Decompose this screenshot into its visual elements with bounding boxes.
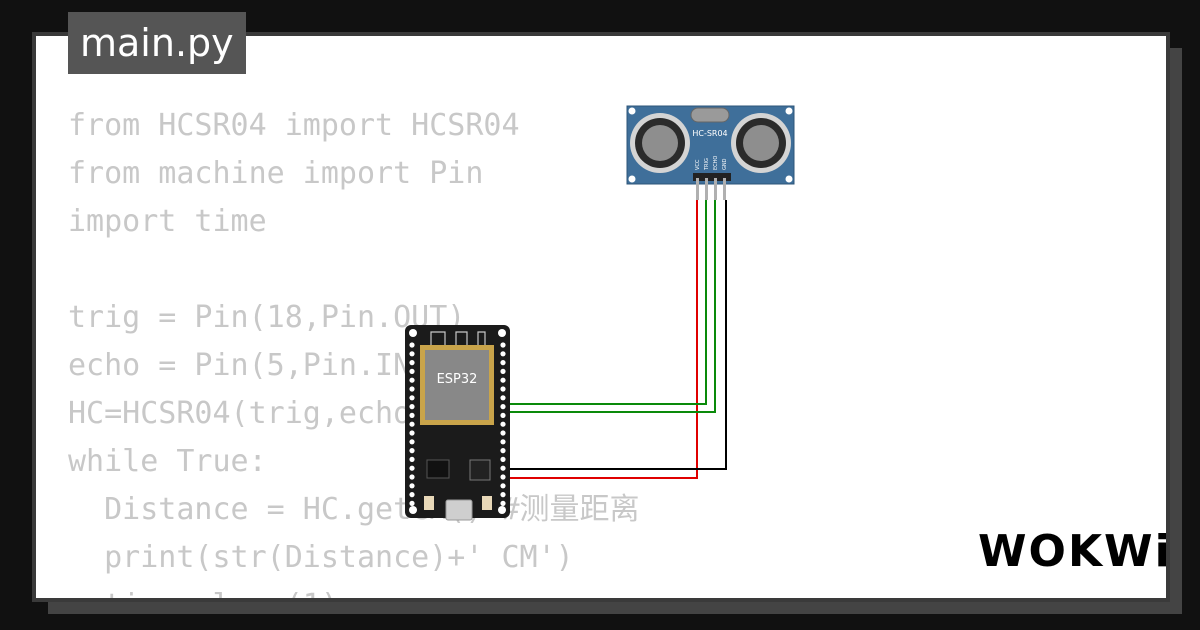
code-line: time.sleep(1) — [68, 582, 640, 598]
transducer-left — [630, 113, 690, 173]
usb-port — [445, 499, 473, 521]
esp32-module — [425, 350, 489, 420]
sensor-label: HC-SR04 — [692, 129, 727, 138]
boot-button[interactable] — [424, 496, 434, 510]
board-label: ESP32 — [437, 372, 478, 387]
header-pin — [500, 500, 506, 506]
header-pin — [409, 456, 415, 462]
pin-label-echo: ECHO — [713, 156, 719, 170]
header-pin — [409, 500, 415, 506]
header-pin — [409, 351, 415, 357]
header-pin — [409, 430, 415, 436]
antenna — [430, 331, 486, 350]
usb-chip — [469, 459, 491, 481]
header-pin — [500, 465, 506, 471]
header-pin — [409, 386, 415, 392]
wire-trig[interactable] — [508, 200, 707, 405]
header-pin — [409, 404, 415, 410]
header-pin — [500, 368, 506, 374]
header-pin — [500, 386, 506, 392]
header-pin — [409, 439, 415, 445]
preview-card: from HCSR04 import HCSR04 from machine im… — [32, 32, 1170, 602]
file-tab[interactable]: main.py — [68, 12, 246, 74]
wire-echo[interactable] — [508, 200, 716, 413]
header-pin — [409, 368, 415, 374]
header-pin — [409, 474, 415, 480]
header-pin — [500, 377, 506, 383]
header-pin — [500, 351, 506, 357]
header-pin — [409, 483, 415, 489]
pin-label-vcc: VCC — [695, 159, 701, 170]
crystal — [690, 107, 730, 123]
header-pin — [409, 395, 415, 401]
header-pin — [500, 421, 506, 427]
header-pin — [500, 483, 506, 489]
wire-gnd[interactable] — [508, 200, 727, 470]
header-pin — [409, 465, 415, 471]
sensor-header — [693, 173, 731, 181]
pin-label-gnd: GND — [722, 158, 728, 170]
esp32-board[interactable]: ESP32 — [405, 325, 510, 521]
pin-column-right — [500, 342, 506, 506]
code-line: HC=HCSR04(trig,echo) — [68, 396, 430, 431]
code-line: echo = Pin(5,Pin.IN) — [68, 348, 430, 383]
header-pin — [409, 342, 415, 348]
header-pin — [500, 430, 506, 436]
header-pin — [409, 448, 415, 454]
header-pin — [409, 377, 415, 383]
code-line: from HCSR04 import HCSR04 — [68, 108, 520, 143]
reset-button[interactable] — [482, 496, 492, 510]
transducer-right — [731, 113, 791, 173]
code-line: from machine import Pin — [68, 156, 484, 191]
code-line: import time — [68, 204, 267, 239]
header-pin — [500, 404, 506, 410]
header-pin — [500, 448, 506, 454]
header-pin — [500, 439, 506, 445]
wokwi-logo: WOKWi — [978, 526, 1172, 577]
header-pin — [409, 360, 415, 366]
pin-label-trig: TRIG — [704, 158, 710, 171]
header-pin — [500, 342, 506, 348]
wire-vcc[interactable] — [508, 200, 698, 479]
header-pin — [500, 360, 506, 366]
header-pin — [409, 412, 415, 418]
code-line: while True: — [68, 444, 267, 479]
code-line: print(str(Distance)+' CM') — [68, 540, 574, 575]
header-pin — [500, 456, 506, 462]
voltage-regulator — [426, 459, 450, 479]
header-pin — [500, 412, 506, 418]
hcsr04-sensor[interactable]: HC-SR04 VCC TRIG ECHO GND — [626, 105, 795, 200]
header-pin — [500, 474, 506, 480]
header-pin — [409, 421, 415, 427]
header-pin — [500, 395, 506, 401]
pin-column-left — [409, 342, 415, 506]
header-pin — [500, 492, 506, 498]
wires — [508, 200, 727, 479]
header-pin — [409, 492, 415, 498]
